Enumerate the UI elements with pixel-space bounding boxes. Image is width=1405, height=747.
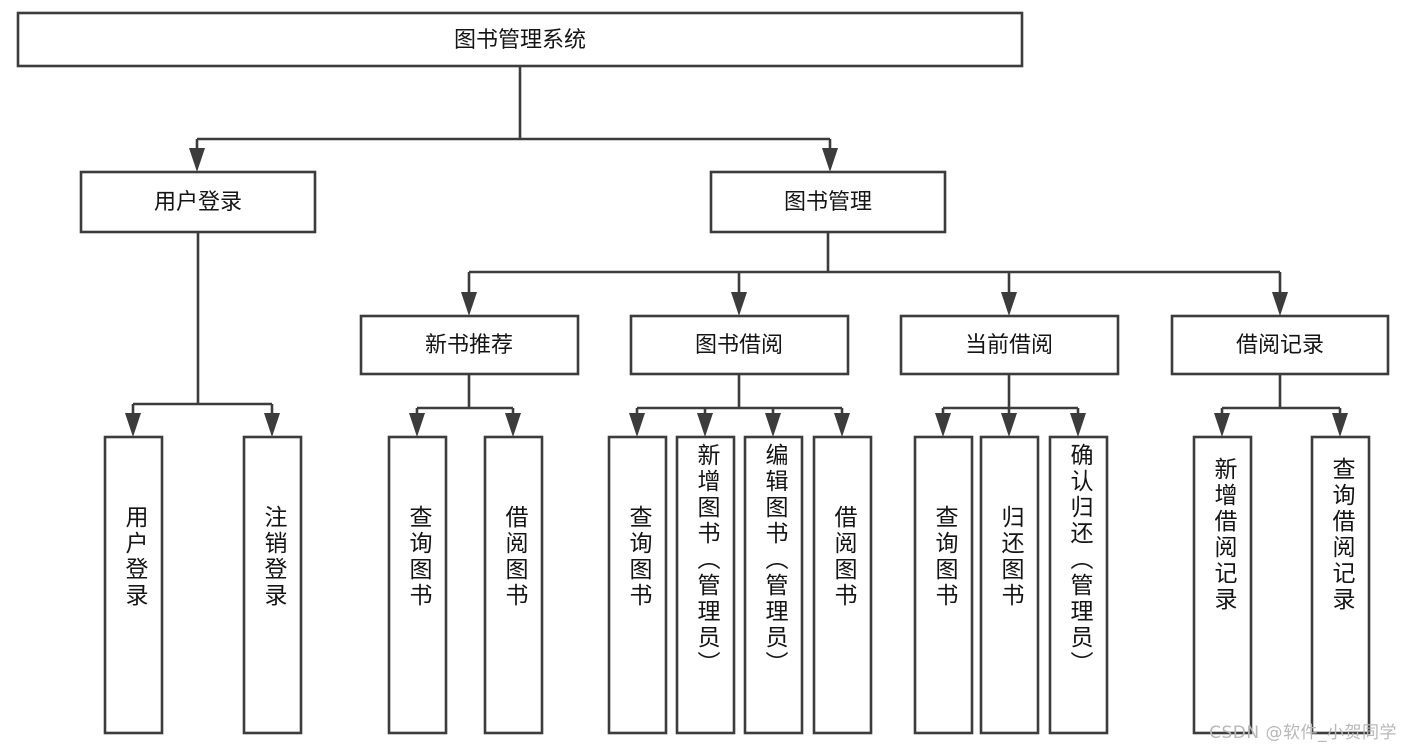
node-borrow-record-label: 借阅记录 — [1236, 333, 1324, 358]
leaf-box-add-record[interactable] — [1192, 435, 1253, 735]
leaf-box-borrow-book-2[interactable] — [812, 435, 873, 735]
node-current-borrow[interactable]: 当前借阅 — [899, 314, 1120, 376]
node-new-book-recommend-label: 新书推荐 — [425, 333, 513, 358]
connector-user-login-to-leaves — [125, 232, 280, 437]
leaf-box-return-book[interactable] — [979, 435, 1040, 735]
connector-book-manage-to-level3 — [461, 232, 1288, 316]
node-current-borrow-label: 当前借阅 — [965, 333, 1053, 358]
node-root-label: 图书管理系统 — [454, 28, 586, 53]
connector-new-book-recommend-to-leaves — [409, 374, 521, 437]
node-book-manage-label: 图书管理 — [784, 190, 872, 215]
leaf-box-user-login[interactable] — [103, 435, 164, 735]
connector-borrow-record-to-leaves — [1214, 374, 1348, 437]
node-book-manage[interactable]: 图书管理 — [709, 170, 947, 234]
leaf-box-add-book[interactable] — [675, 435, 736, 735]
leaf-box-borrow-book-1[interactable] — [483, 435, 544, 735]
leaf-box-query-book-2[interactable] — [607, 435, 668, 735]
node-new-book-recommend[interactable]: 新书推荐 — [359, 314, 580, 376]
leaf-box-logout-login[interactable] — [242, 435, 303, 735]
leaf-box-query-book-1[interactable] — [387, 435, 448, 735]
leaf-box-edit-book[interactable] — [743, 435, 804, 735]
leaf-box-query-record[interactable] — [1310, 435, 1371, 735]
leaf-box-confirm-return[interactable] — [1048, 435, 1109, 735]
node-book-borrow-label: 图书借阅 — [695, 333, 783, 358]
node-borrow-record[interactable]: 借阅记录 — [1170, 314, 1390, 376]
leaf-box-query-book-3[interactable] — [913, 435, 974, 735]
node-root[interactable]: 图书管理系统 — [16, 11, 1024, 68]
csdn-watermark: CSDN @软件_小贺同学 — [1209, 723, 1397, 743]
connector-root-to-level2 — [189, 66, 838, 172]
connector-book-borrow-to-leaves — [629, 374, 850, 437]
node-user-login[interactable]: 用户登录 — [79, 170, 317, 234]
node-user-login-label: 用户登录 — [154, 190, 242, 215]
node-book-borrow[interactable]: 图书借阅 — [629, 314, 850, 376]
connector-current-borrow-to-leaves — [935, 374, 1086, 437]
